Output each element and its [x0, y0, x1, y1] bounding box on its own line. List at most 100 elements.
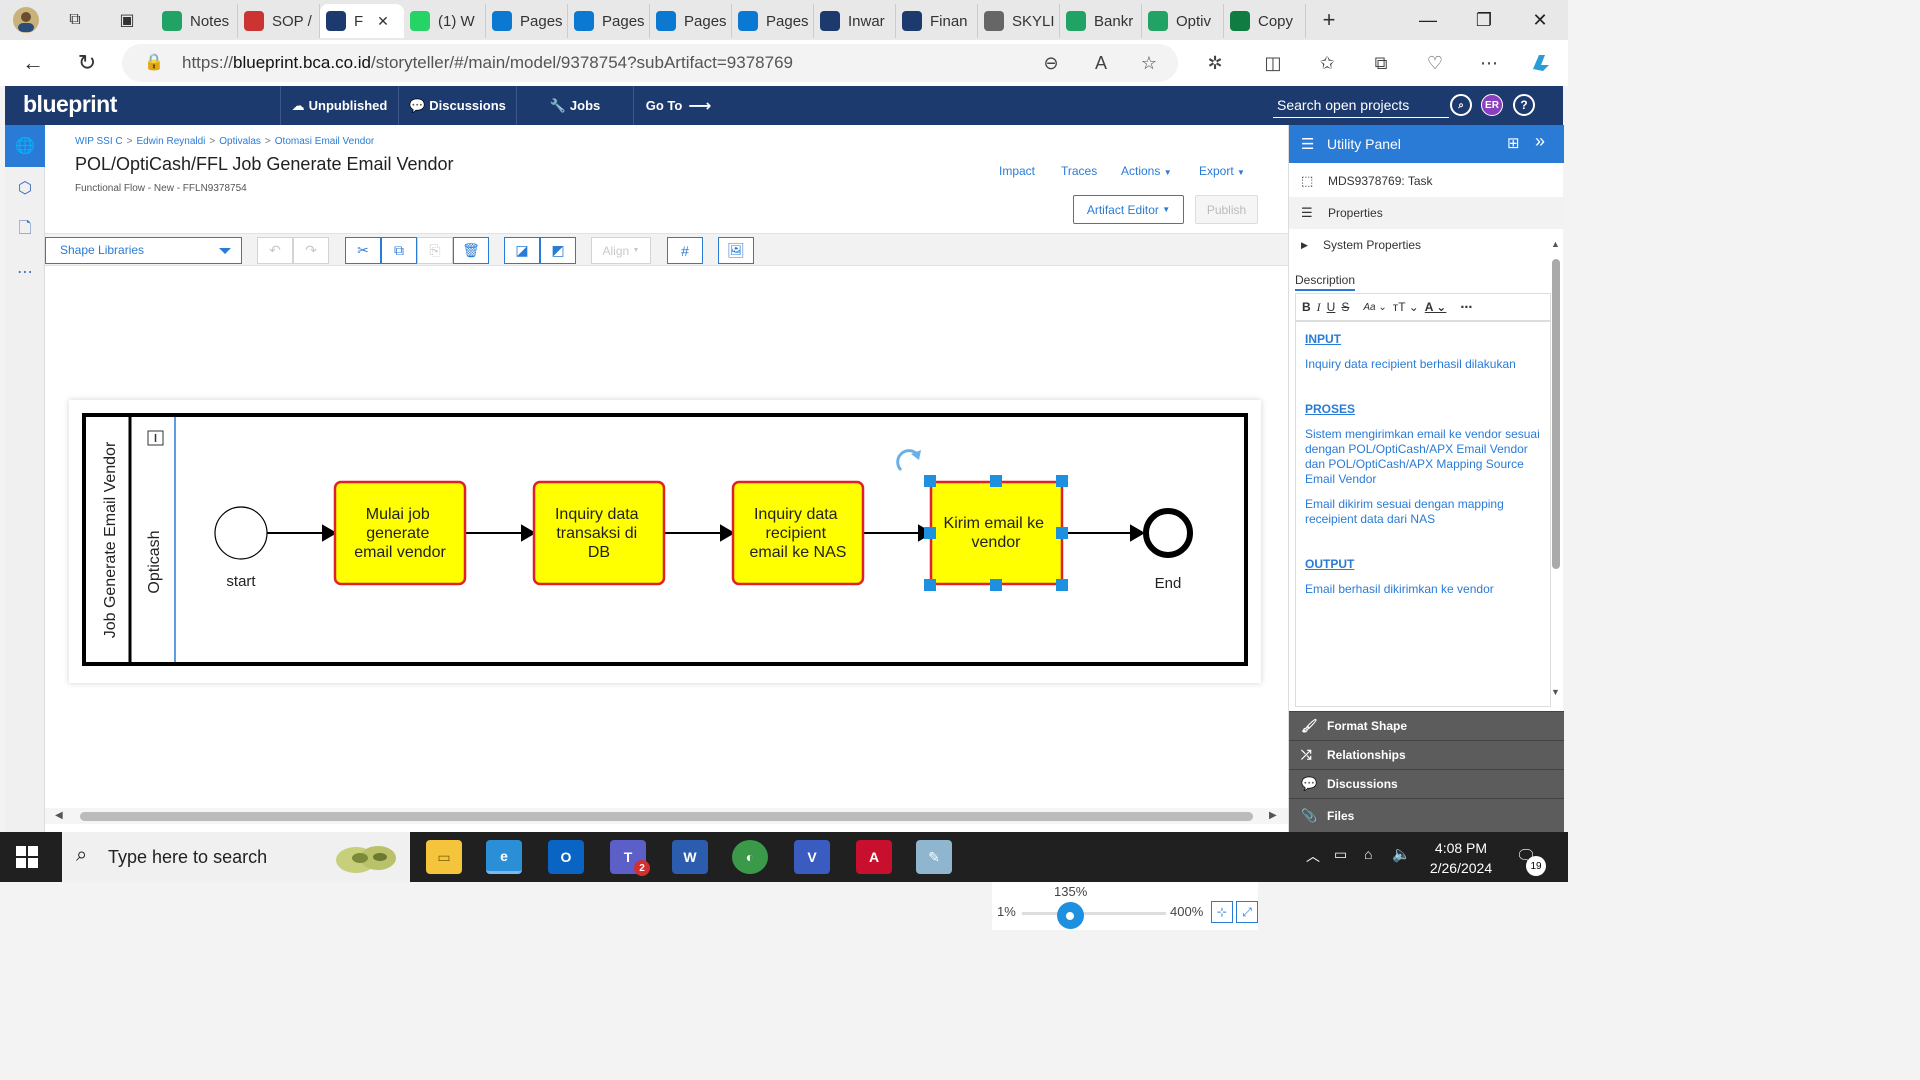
panel-scrollbar[interactable]: ▲ ▼ — [1551, 239, 1561, 699]
browser-tab[interactable]: Pages — [568, 4, 650, 38]
windows-start-icon[interactable] — [16, 846, 38, 868]
split-screen-icon[interactable]: ◫ — [1264, 52, 1282, 73]
system-properties-row[interactable]: ▶ System Properties — [1301, 238, 1422, 252]
read-aloud-icon[interactable]: A — [1094, 52, 1107, 73]
discussions-section[interactable]: 💬Discussions — [1289, 769, 1564, 798]
shape-libraries-dropdown[interactable]: Shape Libraries — [45, 237, 242, 264]
refresh-button[interactable]: ↻ — [77, 50, 97, 75]
zoom-slider-knob[interactable] — [1056, 902, 1084, 929]
browser-tab[interactable]: Optiv — [1142, 4, 1224, 38]
task-shape[interactable]: Inquiry data transaksi di DB — [532, 480, 666, 586]
help-icon[interactable]: ? — [1513, 94, 1535, 116]
battery-icon[interactable]: ▭ — [1334, 846, 1348, 862]
system-clock[interactable]: 4:08 PM 2/26/2024 — [1416, 838, 1506, 878]
globe-app-icon[interactable]: ◐ — [732, 840, 768, 874]
pool-label[interactable]: Job Generate Email Vendor — [102, 441, 119, 638]
close-tab-icon[interactable]: ✕ — [377, 12, 389, 29]
acrobat-icon[interactable]: A — [856, 840, 892, 874]
expand-icon[interactable]: ⤢ — [1236, 901, 1258, 923]
copy-button[interactable]: ⧉ — [381, 237, 417, 264]
browser-tab[interactable]: Pages — [650, 4, 732, 38]
resize-handle[interactable] — [990, 475, 1002, 487]
bold-icon[interactable]: B — [1302, 300, 1311, 314]
lane-label[interactable]: Opticash — [146, 530, 163, 593]
task-box[interactable] — [333, 480, 467, 586]
back-button[interactable]: ← — [22, 50, 44, 75]
task-shape-selected[interactable]: Kirim email ke vendor — [896, 449, 1068, 591]
bring-forward-button[interactable]: ◪ — [504, 237, 540, 264]
network-icon[interactable]: ⌂ — [1364, 846, 1373, 862]
breadcrumb-item[interactable]: Otomasi Email Vendor — [274, 136, 375, 147]
new-tab-button[interactable]: + — [1322, 7, 1336, 32]
scroll-up-icon[interactable]: ▲ — [1551, 239, 1560, 249]
file-icon[interactable]: 🗋 — [18, 219, 32, 237]
rotate-handle-icon[interactable] — [896, 449, 919, 472]
panel-layout-icon[interactable]: ⊞ — [1507, 135, 1520, 152]
strikethrough-icon[interactable]: S — [1341, 300, 1350, 314]
minimize-button[interactable]: — — [1419, 9, 1437, 30]
notifications-icon[interactable]: 🗨19 — [1516, 846, 1546, 876]
browser-tab[interactable]: Bankr — [1060, 4, 1142, 38]
resize-handle[interactable] — [1056, 527, 1068, 539]
show-hidden-icons[interactable]: ︿ — [1306, 848, 1320, 864]
task-box[interactable] — [731, 480, 865, 586]
scrollbar-thumb[interactable] — [80, 812, 1253, 821]
browser-tab[interactable]: Notes — [156, 4, 238, 38]
task-shape[interactable]: Inquiry data recipient email ke NAS — [731, 480, 865, 586]
breadcrumb-item[interactable]: Edwin Reynaldi — [136, 136, 206, 147]
underline-icon[interactable]: U — [1326, 300, 1336, 314]
format-shape-section[interactable]: 🖌Format Shape — [1289, 711, 1564, 740]
font-size-icon[interactable]: ᴛT ⌄ — [1392, 300, 1419, 314]
browser-tab[interactable]: SOP / — [238, 4, 320, 38]
paste-button[interactable]: ⎘ — [417, 237, 453, 264]
visio-icon[interactable]: V — [794, 840, 830, 874]
jobs-nav[interactable]: 🔧Jobs — [516, 86, 633, 125]
cut-button[interactable]: ✂ — [345, 237, 381, 264]
workspaces-icon[interactable]: ⧉ — [69, 11, 81, 28]
settings-more-icon[interactable]: ⋯ — [1480, 52, 1498, 73]
text-color-icon[interactable]: A ⌄ — [1424, 300, 1447, 314]
browser-tab[interactable]: SKYLI — [978, 4, 1060, 38]
panel-scrollbar-thumb[interactable] — [1552, 259, 1560, 569]
delete-button[interactable]: 🗑 — [453, 237, 489, 264]
breadcrumb-item[interactable]: WIP SSI C — [75, 136, 123, 147]
send-backward-button[interactable]: ◩ — [540, 237, 576, 264]
align-dropdown[interactable]: Align ▼ — [591, 237, 651, 264]
cube-icon[interactable]: ⬡ — [18, 180, 32, 197]
task-shape[interactable]: Mulai job generate email vendor — [333, 480, 467, 586]
diagram-canvas[interactable]: Job Generate Email Vendor Opticash — [45, 267, 1288, 930]
resize-handle[interactable] — [990, 579, 1002, 591]
description-editor[interactable]: INPUT Inquiry data recipient berhasil di… — [1295, 321, 1551, 707]
artifact-editor-button[interactable]: Artifact Editor ▼ — [1073, 195, 1184, 224]
selection-handles[interactable] — [924, 475, 1068, 591]
browser-tab[interactable]: F✕ — [320, 4, 404, 38]
relationships-section[interactable]: ⤮Relationships — [1289, 740, 1564, 769]
browser-tab[interactable]: (1) W — [404, 4, 486, 38]
resize-handle[interactable] — [1056, 579, 1068, 591]
start-event[interactable] — [214, 506, 268, 560]
notepad-icon[interactable]: ✎ — [916, 840, 952, 874]
user-avatar[interactable]: ER — [1481, 94, 1503, 116]
zoom-out-icon[interactable]: ⊖ — [1043, 52, 1059, 73]
scroll-right-icon[interactable]: ▶ — [1269, 810, 1277, 821]
search-icon[interactable]: ⌕ — [1450, 94, 1472, 116]
project-search-input[interactable]: Search open projects — [1273, 94, 1449, 118]
export-image-button[interactable]: 🖼 — [718, 237, 754, 264]
profile-avatar[interactable] — [6, 2, 46, 38]
favorites-icon[interactable]: ✩ — [1319, 52, 1335, 73]
scroll-left-icon[interactable]: ◀ — [55, 810, 63, 821]
extensions-icon[interactable]: ✲ — [1207, 52, 1223, 73]
font-family-icon[interactable]: Aa ⌄ — [1363, 301, 1387, 313]
export-menu[interactable]: Export ▼ — [1199, 164, 1245, 178]
undo-button[interactable]: ↶ — [257, 237, 293, 264]
maximize-button[interactable]: ❐ — [1475, 9, 1493, 30]
collapse-panel-icon[interactable]: » — [1535, 131, 1546, 151]
word-icon[interactable]: W — [672, 840, 708, 874]
outlook-icon[interactable]: O — [548, 840, 584, 874]
task-box[interactable] — [929, 480, 1064, 586]
edge-icon[interactable]: e — [486, 840, 522, 874]
blueprint-logo[interactable]: blueprint — [23, 91, 117, 117]
end-event[interactable] — [1143, 508, 1193, 558]
browser-tab[interactable]: Finan — [896, 4, 978, 38]
